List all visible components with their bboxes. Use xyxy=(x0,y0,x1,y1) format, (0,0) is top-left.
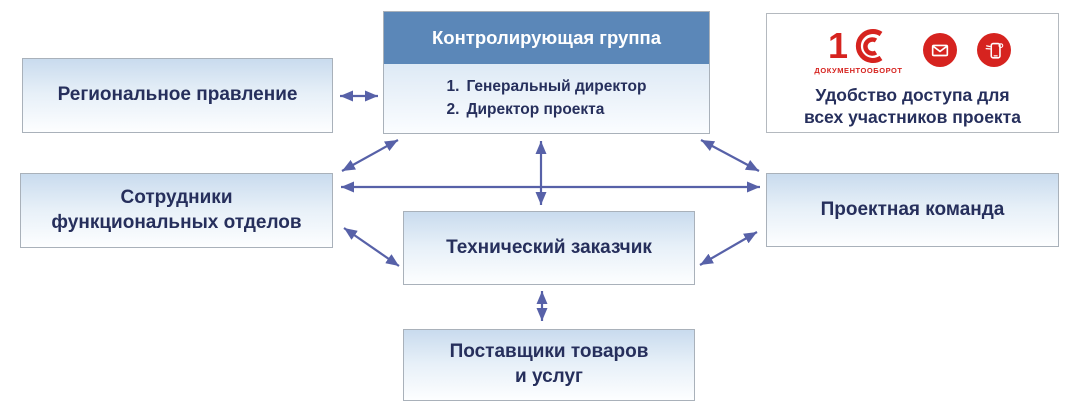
list-item-number: 2. xyxy=(446,101,460,118)
node-label-line: функциональных отделов xyxy=(51,211,302,233)
node-label: Проектная команда xyxy=(820,198,1005,220)
list-item-text: Генеральный директор xyxy=(466,78,647,95)
info-text-line: Удобство доступа для xyxy=(815,85,1010,105)
list-item-text: Директор проекта xyxy=(466,101,605,118)
node-regional-board: Региональное правление xyxy=(22,58,333,133)
list-item-number: 1. xyxy=(446,78,460,95)
node-header: Контролирующая группа xyxy=(384,12,709,64)
connector-technical-team xyxy=(699,231,758,266)
info-card: 1 ДОКУМЕНТООБОРОТ xyxy=(766,13,1059,133)
node-label: Технический заказчик xyxy=(446,236,652,258)
node-label-line: Сотрудники xyxy=(120,186,233,208)
node-body: 1. Генеральный директор 2. Директор прое… xyxy=(384,64,709,133)
mail-icon xyxy=(922,33,957,67)
members-list: 1. Генеральный директор 2. Директор прое… xyxy=(447,78,647,119)
smartphone-icon xyxy=(976,33,1011,67)
list-item: 1. Генеральный директор xyxy=(447,78,647,96)
1c-docflow-logo: 1 ДОКУМЕНТООБОРОТ xyxy=(814,25,902,75)
svg-text:1: 1 xyxy=(828,25,848,65)
node-label-line: Поставщики товаров xyxy=(449,341,649,363)
info-text: Удобство доступа для всех участников про… xyxy=(804,85,1021,129)
node-technical-customer: Технический заказчик xyxy=(403,211,695,285)
list-item: 2. Директор проекта xyxy=(447,101,647,119)
node-functional-employees: Сотрудники функциональных отделов xyxy=(20,173,333,248)
node-project-team: Проектная команда xyxy=(766,173,1059,247)
node-label: Региональное правление xyxy=(57,84,298,106)
info-text-line: всех участников проекта xyxy=(804,106,1021,127)
connector-employees-control xyxy=(341,139,399,172)
node-controlling-group: Контролирующая группа 1. Генеральный дир… xyxy=(383,11,710,134)
1c-logo-icon: 1 xyxy=(828,25,883,65)
node-label-line: и услуг xyxy=(515,366,583,387)
node-suppliers: Поставщики товаров и услуг xyxy=(403,329,695,401)
logo-caption: ДОКУМЕНТООБОРОТ xyxy=(814,66,903,76)
connector-control-team xyxy=(700,139,760,172)
connector-employees-technical xyxy=(343,227,400,267)
brand-row: 1 ДОКУМЕНТООБОРОТ xyxy=(814,24,1011,76)
